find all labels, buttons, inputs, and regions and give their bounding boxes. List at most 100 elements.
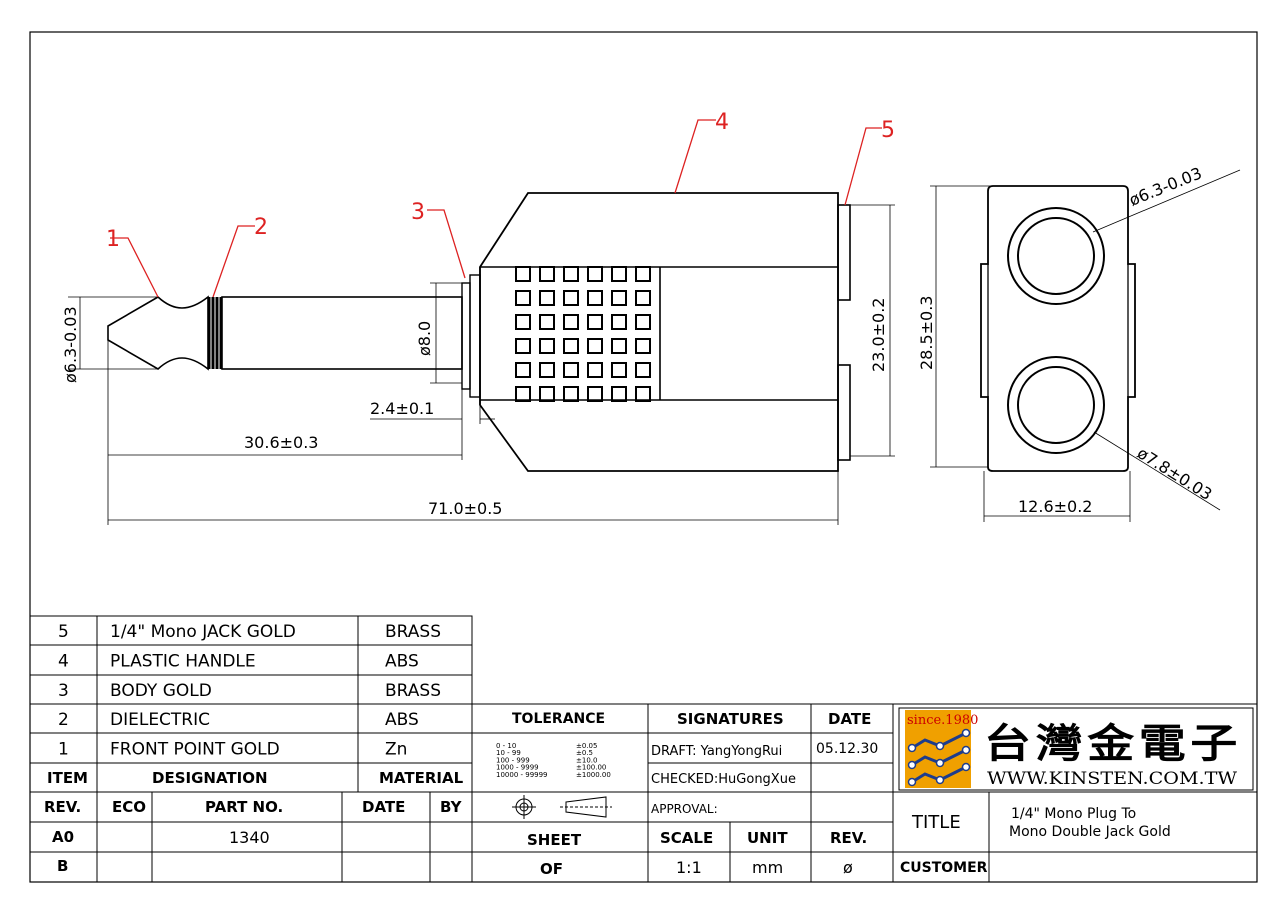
tolerance-range: 10000 - 99999 [496,771,548,779]
dim-overall-length: 71.0±0.5 [428,499,502,518]
grip-square [515,362,531,378]
sheet-label: SHEET [527,831,582,849]
tolerance-title: TOLERANCE [512,711,605,727]
signatures-block: SIGNATURES DATE DRAFT: YangYongRui 05.12… [651,710,878,877]
grip-square [635,266,651,282]
rev-row-b-rev: B [57,857,68,875]
approval-signature: APPROVAL: [651,802,718,816]
bom-designation: DIELECTRIC [110,710,210,730]
grip-square [539,314,555,330]
bom-header-designation: DESIGNATION [152,769,268,787]
grip-square [611,290,627,306]
scale-value: 1:1 [676,858,702,877]
end-jack-bottom-inner [1017,366,1095,444]
grip-square [539,362,555,378]
grip-square [611,266,627,282]
dim-shaft-diameter: ø8.0 [415,321,434,356]
grip-square [587,338,603,354]
bom-item-number: 5 [58,622,69,642]
grip-texture [515,266,651,402]
callout-4: 4 [715,110,729,135]
tolerance-value: ±0.05 [576,742,597,750]
grip-square [515,290,531,306]
grip-square [539,266,555,282]
bom-designation: BODY GOLD [110,681,212,701]
side-dimensions: ø6.3-0.03 ø8.0 2.4±0.1 30.6±0.3 71.0±0.5… [61,204,895,525]
since-badge [905,710,971,728]
grip-square [563,338,579,354]
company-block: since.1980 台灣金電子 WWW.KINSTEN.COM.TW [898,707,1254,791]
rev-label: REV. [830,829,867,847]
tolerance-value: ±10.0 [576,756,597,764]
dim-end-height: 28.5±0.3 [917,296,936,370]
rev-row-a0-partno: 1340 [229,828,270,847]
bom-item-number: 4 [58,651,69,671]
bom-material: Zn [385,740,407,760]
grip-square [515,314,531,330]
signatures-title: SIGNATURES [677,710,784,728]
company-name-cn: 台灣金電子 [984,720,1242,767]
tolerance-range: 10 - 99 [496,749,521,757]
bom-designation: FRONT POINT GOLD [110,740,280,760]
callout-5: 5 [881,118,895,143]
dim-jack-spacing: 23.0±0.2 [869,298,888,372]
bom-item-number: 3 [58,681,69,701]
dim-plug-diameter: ø6.3-0.03 [61,306,80,383]
grip-square [515,338,531,354]
table-grid [29,615,1257,882]
rev-row-a0-rev: A0 [52,828,74,846]
company-url: WWW.KINSTEN.COM.TW [987,769,1238,789]
bom-material: BRASS [385,622,441,642]
of-label: OF [540,860,563,878]
tolerance-range: 100 - 999 [496,756,530,764]
bom-material: ABS [385,710,419,730]
bom-designation: 1/4" Mono JACK GOLD [110,622,296,642]
dim-flange: 2.4±0.1 [370,399,434,418]
title-line-2: Mono Double Jack Gold [1009,824,1171,840]
grip-square [611,314,627,330]
grip-square [587,314,603,330]
side-view [107,192,851,472]
tolerance-value: ±100.00 [576,764,606,772]
end-view: 28.5±0.3 12.6±0.2 ø6.3-0.03 ø7.8±0.03 [917,163,1241,522]
rev-header-by: BY [440,798,463,816]
bom-designation: PLASTIC HANDLE [110,651,256,671]
title-line-1: 1/4" Mono Plug To [1011,806,1136,822]
signature-date: 05.12.30 [816,741,878,757]
end-jack-top-inner [1017,217,1095,295]
rev-value: ø [843,858,853,877]
bom-header-material: MATERIAL [379,769,464,787]
bom-table: 5 1/4" Mono JACK GOLD BRASS 4 PLASTIC HANDLE… [47,622,464,787]
grip-square [587,290,603,306]
end-jack-top-outer [1007,207,1105,305]
plastic-handle [479,192,839,472]
bom-material: ABS [385,651,419,671]
grip-square [539,338,555,354]
scale-label: SCALE [660,829,713,847]
dim-end-jack-diameter: ø6.3-0.03 [1126,163,1204,209]
rev-header-partno: PART NO. [205,798,283,816]
title-label: TITLE [911,812,961,833]
bom-item-number: 1 [58,740,69,760]
kinsten-logo-icon [905,728,971,788]
unit-value: mm [752,858,783,877]
checked-signature: CHECKED:HuGongXue [651,772,796,787]
draft-signature: DRAFT: YangYongRui [651,744,782,759]
customer-label: CUSTOMER [900,860,988,876]
grip-square [515,266,531,282]
grip-square [563,362,579,378]
date-title: DATE [828,710,871,728]
bom-header-item: ITEM [47,769,88,787]
dim-end-width: 12.6±0.2 [1018,497,1092,516]
grip-square [515,386,531,402]
grip-square [539,290,555,306]
grip-square [563,290,579,306]
grip-square [611,386,627,402]
jack-nut-top [837,204,851,301]
plug-tip [107,295,209,371]
grip-square [587,386,603,402]
title-block: TITLE 1/4" Mono Plug To Mono Double Jack… [900,806,1171,876]
grip-square [539,386,555,402]
end-jack-bottom-outer [1007,356,1105,454]
